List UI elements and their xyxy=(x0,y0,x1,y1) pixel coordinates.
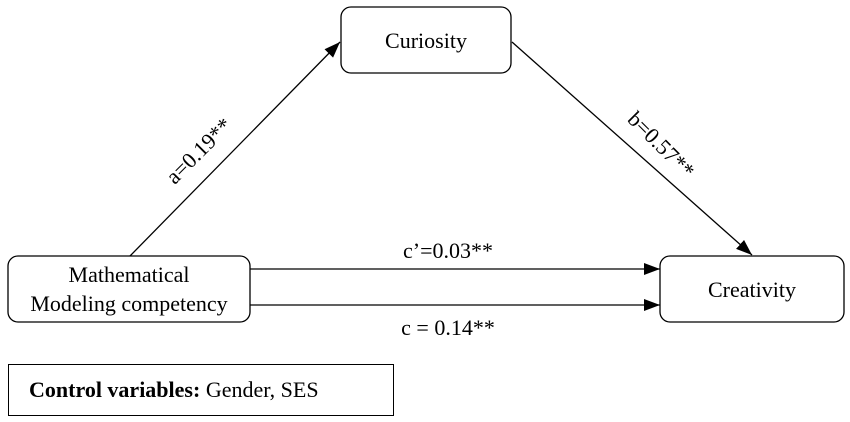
path-a-label: a=0.19** xyxy=(161,113,237,189)
creativity-node: Creativity xyxy=(659,255,845,323)
mathematical-modeling-label-line1: Mathematical xyxy=(69,262,190,287)
mathematical-modeling-label-line2: Modeling competency xyxy=(30,291,227,316)
control-variables-box: Control variables: Gender, SES xyxy=(8,364,394,416)
path-a-arrow xyxy=(129,41,341,257)
mathematical-modeling-node: Mathematical Modeling competency xyxy=(7,255,251,323)
curiosity-node: Curiosity xyxy=(340,6,512,74)
control-variables-heading: Control variables: xyxy=(29,377,201,402)
control-variables-value: Gender, SES xyxy=(200,377,319,402)
path-b-arrow xyxy=(511,41,753,256)
curiosity-label: Curiosity xyxy=(385,28,467,53)
path-b-label: b=0.57** xyxy=(623,106,700,183)
creativity-label: Creativity xyxy=(708,277,796,302)
path-c-prime-label: c’=0.03** xyxy=(403,238,493,263)
path-c-label: c = 0.14** xyxy=(401,315,495,340)
